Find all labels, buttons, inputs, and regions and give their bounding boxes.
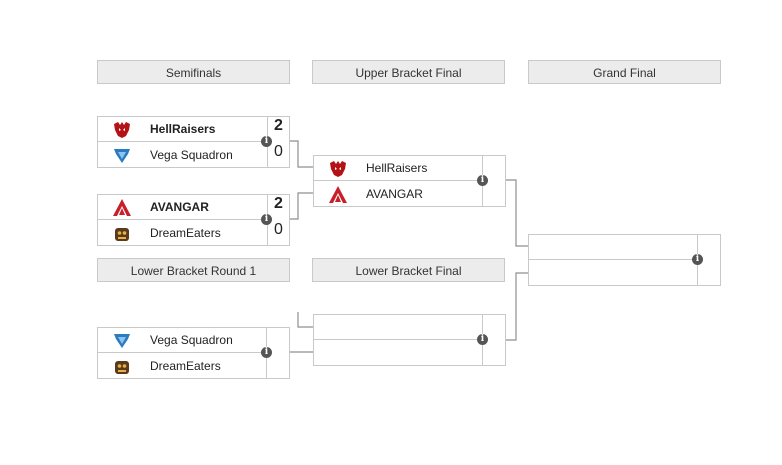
match-team-row	[314, 315, 483, 340]
match-grand-final[interactable]	[528, 234, 721, 286]
team-name: HellRaisers	[366, 161, 428, 175]
match-team-row: HellRaisers	[314, 156, 483, 181]
header-upper-bracket-final: Upper Bracket Final	[312, 60, 505, 84]
match-semifinal-2[interactable]: AVANGAR 2 DreamEaters 0	[97, 194, 290, 246]
match-info-icon[interactable]: i	[477, 334, 488, 345]
team-name: AVANGAR	[150, 200, 209, 214]
avangar-logo-icon	[329, 186, 347, 203]
match-team-row	[529, 261, 698, 286]
vega-squadron-logo-icon	[114, 334, 130, 348]
match-lower-bracket-round-1[interactable]: Vega Squadron DreamEaters	[97, 327, 290, 379]
match-info-icon[interactable]: i	[261, 347, 272, 358]
hellraisers-logo-icon	[114, 122, 130, 138]
match-info-icon[interactable]: i	[692, 254, 703, 265]
match-semifinal-1[interactable]: HellRaisers 2 Vega Squadron 0	[97, 116, 290, 168]
match-upper-bracket-final[interactable]: HellRaisers AVANGAR	[313, 155, 506, 207]
team-score: 2	[267, 117, 289, 142]
team-name: Vega Squadron	[150, 148, 233, 162]
match-team-row: DreamEaters	[98, 221, 267, 246]
match-info-icon[interactable]: i	[261, 136, 272, 147]
match-team-row	[314, 341, 483, 366]
team-score: 2	[267, 195, 289, 220]
match-lower-bracket-final[interactable]	[313, 314, 506, 366]
match-team-row: AVANGAR	[314, 182, 483, 207]
hellraisers-logo-icon	[330, 161, 346, 177]
header-lower-bracket-final: Lower Bracket Final	[312, 258, 505, 282]
match-info-icon[interactable]: i	[261, 214, 272, 225]
header-grand-final: Grand Final	[528, 60, 721, 84]
match-team-row: Vega Squadron	[98, 328, 267, 353]
team-name: DreamEaters	[150, 359, 221, 373]
dreameaters-logo-icon	[115, 361, 129, 374]
match-team-row: DreamEaters	[98, 354, 267, 379]
team-score: 0	[267, 143, 289, 168]
team-score: 0	[267, 221, 289, 246]
match-info-icon[interactable]: i	[477, 175, 488, 186]
match-team-row: AVANGAR	[98, 195, 267, 220]
dreameaters-logo-icon	[115, 228, 129, 241]
match-team-row: Vega Squadron	[98, 143, 267, 168]
team-name: Vega Squadron	[150, 333, 233, 347]
team-name: HellRaisers	[150, 122, 216, 136]
avangar-logo-icon	[113, 199, 131, 216]
header-lower-bracket-round-1: Lower Bracket Round 1	[97, 258, 290, 282]
header-semifinals: Semifinals	[97, 60, 290, 84]
team-name: AVANGAR	[366, 187, 423, 201]
vega-squadron-logo-icon	[114, 149, 130, 163]
match-team-row	[529, 235, 698, 260]
team-name: DreamEaters	[150, 226, 221, 240]
match-team-row: HellRaisers	[98, 117, 267, 142]
